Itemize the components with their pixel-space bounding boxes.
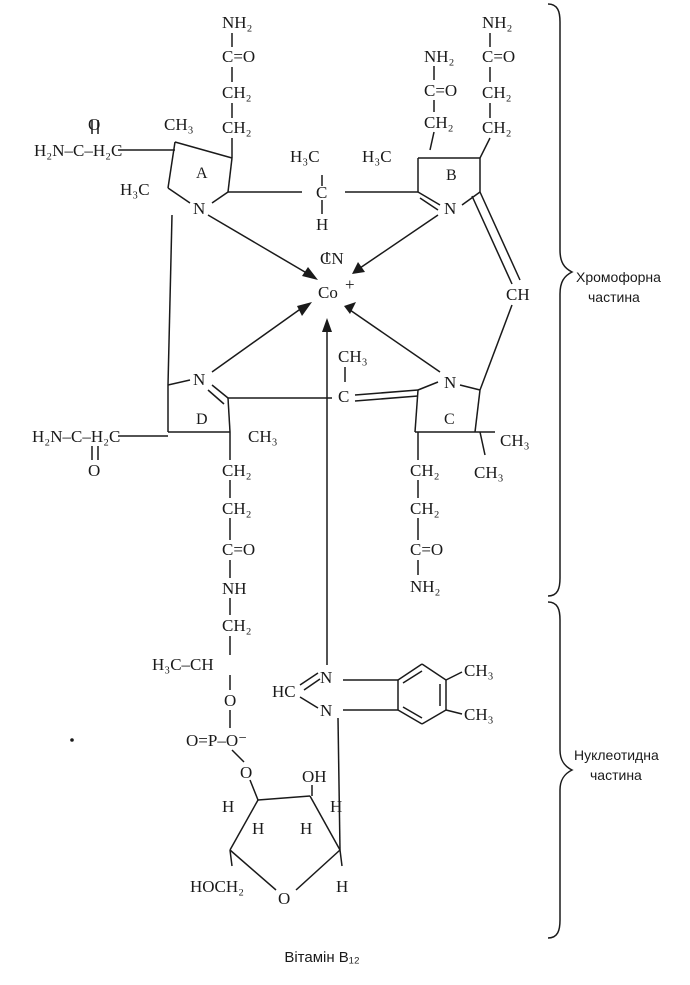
A-o-label: O: [88, 115, 100, 134]
B-nh2-label: NH₂: [482, 13, 512, 32]
D-ch3-label: CH₃: [248, 427, 278, 446]
C-nh2-label: NH₂: [410, 577, 440, 596]
bz-ch3b-label: CH₃: [464, 705, 494, 724]
B-cos-label: C=O: [424, 81, 457, 100]
ring-labels: A B C D: [196, 165, 457, 428]
bz-n1-label: N: [320, 668, 332, 687]
C-label: C: [444, 411, 455, 428]
chromophore-label-line1: Хромофорна: [576, 269, 661, 285]
sug-h4-label: H: [330, 797, 342, 816]
D-ch2a-label: CH₂: [222, 461, 252, 480]
A-nh2-label: NH₂: [222, 13, 252, 32]
bridge-h3c-label: H₃C: [290, 147, 320, 166]
sug-o-label: O: [278, 889, 290, 908]
brace-nucleotide: [547, 601, 574, 939]
sug-h1-label: H: [222, 797, 234, 816]
CD-ch3-label: CH₃: [338, 347, 368, 366]
B-ch2s-label: CH₂: [424, 113, 454, 132]
sug-h2-label: H: [252, 819, 264, 838]
A-co-label: C=O: [222, 47, 255, 66]
caption: Вітамін B₁₂: [284, 949, 360, 966]
C-ch3a-label: CH₃: [500, 431, 530, 450]
N-A-label: N: [193, 199, 205, 218]
A-left-label: H₂N–C–H₂C: [34, 141, 122, 160]
D-label: D: [196, 411, 208, 428]
D-p-line-label: O=P–O⁻: [186, 731, 247, 750]
brace-chromophore: [547, 3, 574, 597]
B-label: B: [446, 167, 457, 184]
sug-hoch2-label: HOCH₂: [190, 877, 244, 896]
bz-n2-label: N: [320, 701, 332, 720]
N-D-label: N: [193, 370, 205, 389]
D-o1-label: O: [224, 691, 236, 710]
A-ch3-label: CH₃: [164, 115, 194, 134]
B-co-label: C=O: [482, 47, 515, 66]
plus-label: +: [345, 275, 355, 294]
D-o2-label: O: [240, 763, 252, 782]
CH-right-label: CH: [506, 285, 530, 304]
D-h3c-ch-label: H₃C–CH: [152, 655, 214, 674]
N-B-label: N: [444, 199, 456, 218]
A-label: A: [196, 165, 208, 182]
C-ch2b-label: CH₂: [410, 499, 440, 518]
sug-h3-label: H: [300, 819, 312, 838]
C-ch2a-label: CH₂: [410, 461, 440, 480]
D-ch2b-label: CH₂: [222, 499, 252, 518]
nucleotide-label-line2: частина: [590, 767, 642, 783]
D-co-label: C=O: [222, 540, 255, 559]
B-nh2s-label: NH₂: [424, 47, 454, 66]
chromophore-label-line2: частина: [588, 289, 640, 305]
A-h3c-label: H₃C: [120, 180, 150, 199]
Co-label: Co: [318, 283, 338, 302]
bridge-h-label: H: [316, 215, 328, 234]
atom-labels: NH₂ C=O CH₂ CH₂ CH₃ H₂N–C–H₂C O H₃C H₃C …: [32, 13, 530, 908]
D-ch2c-label: CH₂: [222, 616, 252, 635]
D-nh-label: NH: [222, 579, 247, 598]
C-ch3b-label: CH₃: [474, 463, 504, 482]
sug-oh-label: OH: [302, 767, 327, 786]
bracket-labels: Хромофорна частина Нуклеотидна частина: [574, 269, 661, 783]
stray-dot: [70, 738, 74, 742]
C-co-label: C=O: [410, 540, 443, 559]
A-ch2a-label: CH₂: [222, 83, 252, 102]
B-ch2a-label: CH₂: [482, 83, 512, 102]
A-ch2b-label: CH₂: [222, 118, 252, 137]
D-left-label: H₂N–C–H₂C: [32, 427, 120, 446]
bz-ch3a-label: CH₃: [464, 661, 494, 680]
coordination-arrowheads: [297, 262, 365, 332]
N-C-label: N: [444, 373, 456, 392]
bridge-c-label: C: [316, 183, 327, 202]
CN-label: CN: [320, 249, 344, 268]
CD-c-label: C: [338, 387, 349, 406]
bz-hc-label: HC: [272, 682, 296, 701]
sug-h5-label: H: [336, 877, 348, 896]
D-o-label: O: [88, 461, 100, 480]
bonds: [91, 33, 521, 891]
nucleotide-label-line1: Нуклеотидна: [574, 747, 659, 763]
B-ch2b-label: CH₂: [482, 118, 512, 137]
B-h3c-label: H₃C: [362, 147, 392, 166]
